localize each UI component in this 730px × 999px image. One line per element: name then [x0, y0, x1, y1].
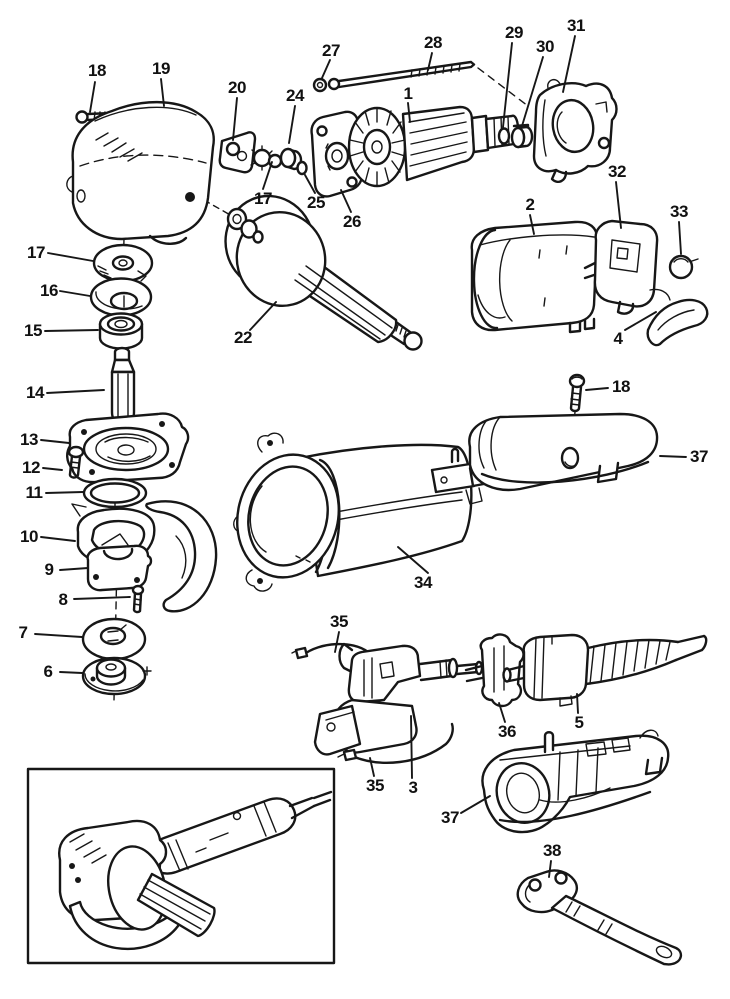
part-label-7: 7: [18, 623, 28, 642]
leader-lines: [34, 35, 687, 878]
retaining-ring-11: [82, 477, 148, 509]
clamp-plate-9: [86, 544, 153, 592]
brush-holder: [583, 219, 671, 315]
part-label-18-b: 18: [612, 377, 630, 396]
rotor-bearing-29-30: [497, 125, 534, 149]
part-label-26: 26: [343, 212, 361, 231]
flange-screw-12: [67, 445, 85, 479]
part-label-24: 24: [286, 86, 304, 105]
part-label-15: 15: [24, 321, 42, 340]
part-label-22: 22: [234, 328, 252, 347]
field-coil: [470, 220, 599, 334]
part-label-20: 20: [228, 78, 246, 97]
part-label-29: 29: [505, 23, 523, 42]
part-label-16: 16: [40, 281, 58, 300]
part-label-19: 19: [152, 59, 170, 78]
top-cover: [468, 373, 659, 492]
cord-guard-4: [646, 298, 709, 347]
gear-washer-16: [89, 277, 153, 317]
clamp-screw-8: [131, 584, 145, 614]
cable-clamp-36: [464, 633, 525, 708]
part-label-5: 5: [574, 713, 584, 732]
part-label-10: 10: [20, 527, 38, 546]
gear-train: [218, 131, 308, 176]
part-label-4: 4: [613, 329, 623, 348]
ball-bearing-15: [98, 312, 144, 350]
part-label-17-a: 17: [254, 189, 272, 208]
grommet-33: [668, 254, 699, 280]
part-label-17-b: 17: [27, 243, 45, 262]
part-label-18-a: 18: [88, 61, 106, 80]
part-label-35-a: 35: [330, 612, 348, 631]
part-label-27: 27: [322, 41, 340, 60]
part-label-3: 3: [408, 778, 418, 797]
part-label-9: 9: [44, 560, 54, 579]
part-label-32: 32: [608, 162, 626, 181]
bevel-pinion: [203, 199, 264, 244]
part-label-1: 1: [403, 84, 413, 103]
pin-spanner: [516, 869, 683, 966]
gear-housing: [66, 100, 215, 245]
part-label-30: 30: [536, 37, 554, 56]
part-label-33: 33: [670, 202, 688, 221]
side-handle: [224, 194, 423, 351]
handle-shell: [481, 729, 670, 834]
part-label-38: 38: [543, 841, 561, 860]
part-label-6: 6: [43, 662, 53, 681]
part-label-36: 36: [498, 722, 516, 741]
part-label-11: 11: [25, 483, 43, 502]
part-label-37-a: 37: [690, 447, 708, 466]
part-label-2: 2: [525, 195, 535, 214]
assembled-grinder-inset: [26, 767, 336, 965]
end-frame: [532, 78, 618, 183]
part-label-35-b: 35: [366, 776, 384, 795]
motor-housing: [233, 432, 491, 592]
part-label-31: 31: [567, 16, 585, 35]
armature: [347, 105, 531, 188]
wheel-guard: [145, 500, 218, 613]
inner-flange-6: [81, 656, 152, 696]
part-label-34: 34: [414, 573, 432, 592]
switch-assembly: [291, 642, 484, 764]
part-label-12: 12: [22, 458, 40, 477]
part-label-13: 13: [20, 430, 38, 449]
part-label-37-b: 37: [441, 808, 459, 827]
part-label-25: 25: [307, 193, 325, 212]
power-cable: [502, 633, 708, 707]
part-label-8: 8: [58, 590, 68, 609]
part-label-14: 14: [26, 383, 44, 402]
armature-bolt-27-28: [312, 60, 529, 107]
bearing-flange-13: [66, 412, 190, 484]
outer-flange-7: [81, 617, 147, 661]
part-label-28: 28: [424, 33, 442, 52]
lock-washer-17: [92, 243, 154, 283]
